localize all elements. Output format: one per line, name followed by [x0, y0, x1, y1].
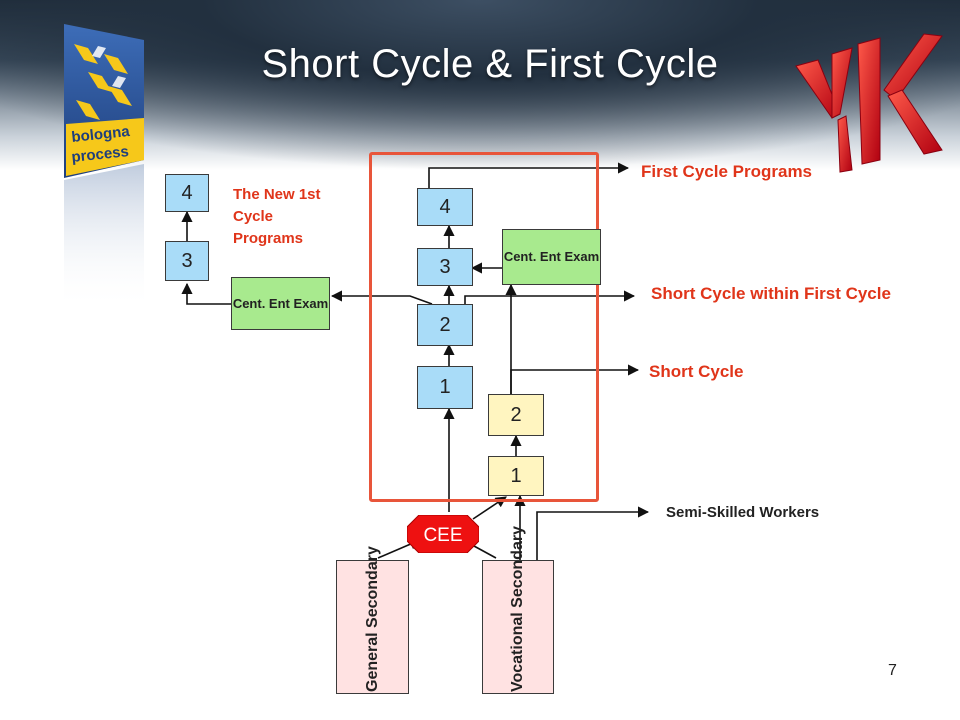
arrow-to-semi-skilled: [536, 506, 650, 560]
general-secondary-label: General Secondary: [363, 546, 381, 692]
short-cycle-within-first-label: Short Cycle within First Cycle: [651, 284, 891, 303]
svg-text:process: process: [71, 143, 130, 166]
cee-octagon: CEE: [407, 515, 479, 553]
arrow-left-exam-to-3: [181, 282, 231, 305]
center-box-2: 2: [417, 304, 473, 346]
cee-label: CEE: [423, 525, 462, 546]
arrow-to-left-exam: [330, 290, 433, 305]
left-box-3: 3: [165, 241, 209, 281]
bologna-process-logo: bologna process: [64, 24, 144, 310]
general-secondary-box: General Secondary: [336, 546, 409, 694]
page-number: 7: [888, 662, 897, 679]
semi-skilled-workers-label: Semi-Skilled Workers: [666, 504, 820, 521]
center-box-3: 3: [417, 248, 473, 286]
left-box-4: 4: [165, 174, 209, 212]
new-cycle-label: The New 1st Cycle Programs: [233, 186, 321, 247]
arrow-to-short-cycle: [510, 364, 640, 394]
vocational-box-2: 2: [488, 394, 544, 436]
right-exam-box: Cent. Ent Exam: [502, 229, 601, 285]
center-box-1: 1: [417, 366, 473, 409]
first-cycle-programs-label: First Cycle Programs: [641, 162, 813, 181]
vocational-box-1: 1: [488, 456, 544, 496]
slide-title: Short Cycle & First Cycle: [261, 42, 719, 86]
left-exam-box: Cent. Ent Exam: [231, 277, 330, 330]
center-box-4: 4: [417, 188, 473, 226]
first-cycle-frame: [369, 152, 599, 502]
vocational-secondary-box: Vocational Secondary: [482, 526, 554, 694]
short-cycle-label: Short Cycle: [649, 362, 744, 381]
yok-logo: [795, 33, 943, 173]
arrow-to-short-within-first: [464, 290, 636, 304]
bologna-logo-text: bologna: [71, 123, 131, 146]
arrow-to-first-cycle: [428, 162, 630, 188]
vocational-secondary-label: Vocational Secondary: [509, 526, 526, 692]
header-background: [0, 0, 960, 170]
